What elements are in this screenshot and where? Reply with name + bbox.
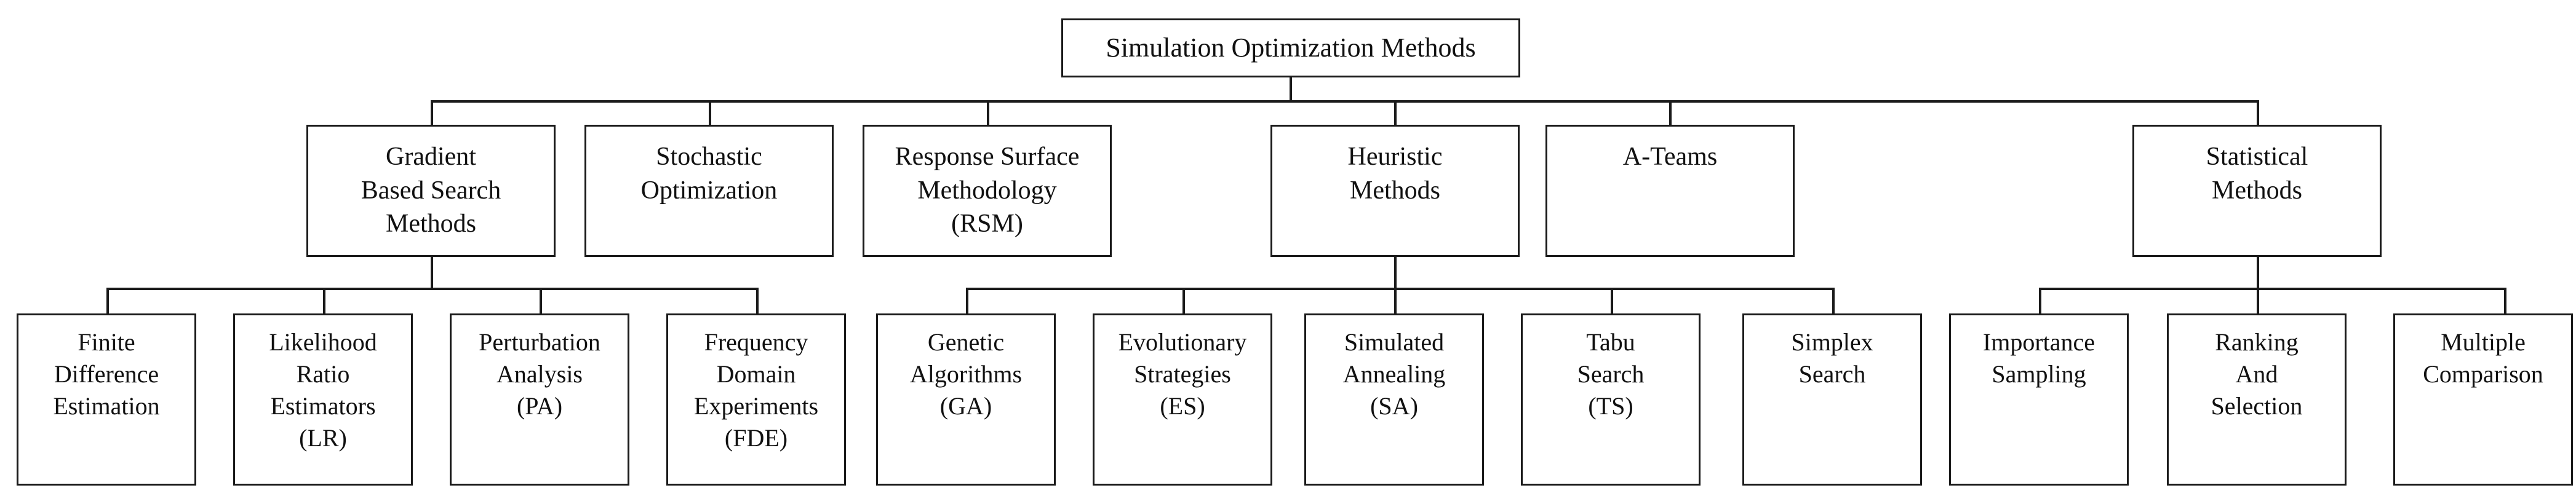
connector-drop-frequency-domain xyxy=(756,288,759,315)
node-label: Likelihood Ratio Estimators (LR) xyxy=(269,328,377,452)
node-ranking-and-selection[interactable]: Ranking And Selection xyxy=(2167,313,2347,486)
connector-drop-gradient xyxy=(431,100,433,126)
node-evolutionary-strategies[interactable]: Evolutionary Strategies (ES) xyxy=(1093,313,1272,486)
node-label: Simulation Optimization Methods xyxy=(1106,33,1476,63)
connector-drop-likelihood-ratio xyxy=(323,288,325,315)
node-gradient-based-search-methods[interactable]: Gradient Based Search Methods xyxy=(306,125,556,257)
node-genetic-algorithms[interactable]: Genetic Algorithms (GA) xyxy=(876,313,1056,486)
node-simulation-optimization-methods[interactable]: Simulation Optimization Methods xyxy=(1061,18,1520,77)
connector-drop-a-teams xyxy=(1669,100,1672,126)
connector-drop-importance-sampling xyxy=(2039,288,2041,315)
connector-drop-multiple-comparison xyxy=(2504,288,2506,315)
node-label: Statistical Methods xyxy=(2206,143,2308,205)
connector-stem-statistical xyxy=(2257,257,2259,289)
node-label: Ranking And Selection xyxy=(2211,328,2303,420)
node-label: A-Teams xyxy=(1622,143,1718,171)
node-simplex-search[interactable]: Simplex Search xyxy=(1742,313,1922,486)
node-label: Heuristic Methods xyxy=(1347,143,1443,205)
node-a-teams[interactable]: A-Teams xyxy=(1545,125,1795,257)
connector-drop-ranking-selection xyxy=(2257,288,2259,315)
connector-drop-finite-difference xyxy=(106,288,109,315)
connector-bus-gradient xyxy=(106,288,756,290)
connector-drop-heuristic xyxy=(1394,100,1397,126)
node-label: Stochastic Optimization xyxy=(640,143,778,205)
node-label: Multiple Comparison xyxy=(2423,328,2543,388)
node-label: Finite Difference Estimation xyxy=(53,328,160,420)
node-label: Gradient Based Search Methods xyxy=(361,143,501,238)
node-label: Evolutionary Strategies (ES) xyxy=(1118,328,1247,420)
node-stochastic-optimization[interactable]: Stochastic Optimization xyxy=(584,125,834,257)
node-multiple-comparison[interactable]: Multiple Comparison xyxy=(2393,313,2573,486)
connector-root-stem xyxy=(1290,77,1292,101)
connector-drop-simplex-search xyxy=(1832,288,1835,315)
connector-drop-rsm xyxy=(987,100,989,126)
node-simulated-annealing[interactable]: Simulated Annealing (SA) xyxy=(1304,313,1484,486)
connector-bus-heuristic xyxy=(966,288,1835,290)
connector-drop-stochastic xyxy=(709,100,711,126)
node-label: Response Surface Methodology (RSM) xyxy=(895,143,1080,238)
connector-drop-tabu-search xyxy=(1611,288,1613,315)
connector-drop-perturbation xyxy=(540,288,542,315)
node-label: Tabu Search (TS) xyxy=(1577,328,1645,420)
node-heuristic-methods[interactable]: Heuristic Methods xyxy=(1270,125,1520,257)
connector-drop-simulated-annealing xyxy=(1394,288,1397,315)
connector-drop-statistical xyxy=(2257,100,2259,126)
node-label: Importance Sampling xyxy=(1982,328,2095,388)
node-importance-sampling[interactable]: Importance Sampling xyxy=(1949,313,2129,486)
node-label: Frequency Domain Experiments (FDE) xyxy=(693,328,819,452)
node-perturbation-analysis[interactable]: Perturbation Analysis (PA) xyxy=(450,313,629,486)
connector-drop-evolutionary-strategies xyxy=(1182,288,1185,315)
connector-bus-statistical xyxy=(2039,288,2506,290)
node-label: Genetic Algorithms (GA) xyxy=(909,328,1023,420)
node-response-surface-methodology[interactable]: Response Surface Methodology (RSM) xyxy=(863,125,1112,257)
node-likelihood-ratio-estimators[interactable]: Likelihood Ratio Estimators (LR) xyxy=(233,313,413,486)
connector-stem-heuristic xyxy=(1394,257,1397,289)
node-label: Perturbation Analysis (PA) xyxy=(479,328,600,420)
node-label: Simplex Search xyxy=(1791,328,1873,388)
connector-stem-gradient xyxy=(431,257,433,289)
connector-drop-genetic-algorithms xyxy=(966,288,968,315)
node-tabu-search[interactable]: Tabu Search (TS) xyxy=(1521,313,1701,486)
node-finite-difference-estimation[interactable]: Finite Difference Estimation xyxy=(17,313,196,486)
node-label: Simulated Annealing (SA) xyxy=(1342,328,1446,420)
node-frequency-domain-experiments[interactable]: Frequency Domain Experiments (FDE) xyxy=(666,313,846,486)
connector-level2-bus xyxy=(431,100,2259,103)
node-statistical-methods[interactable]: Statistical Methods xyxy=(2132,125,2382,257)
